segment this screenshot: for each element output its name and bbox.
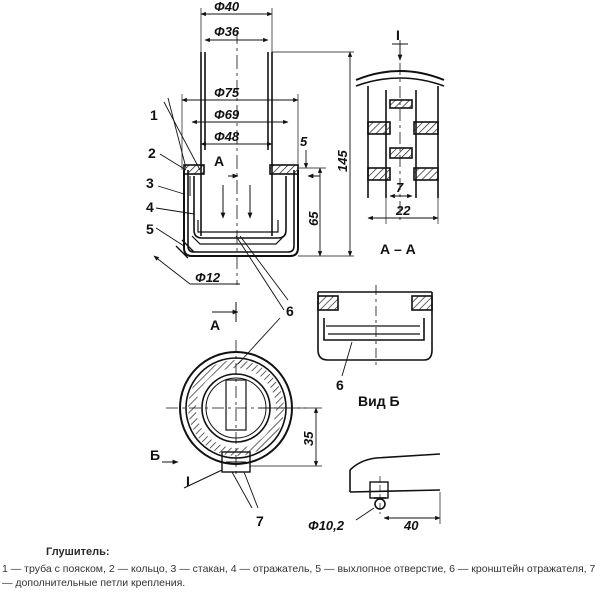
label-part-4: 4 (146, 199, 154, 215)
label-view-b-arrow: Б (150, 447, 160, 463)
label-section-a-top: A (214, 153, 224, 169)
dim-w40: 40 (403, 518, 419, 533)
dim-w22: 22 (395, 203, 411, 218)
view-b (317, 285, 433, 377)
dim-d48: Φ48 (214, 129, 240, 144)
label-section-i-bottom: I (186, 473, 190, 489)
dim-d40: Φ40 (214, 0, 240, 14)
detail-i-labels: Φ10,2 40 (308, 518, 419, 533)
caption-title: Глушитель: (46, 546, 110, 558)
dim-h35: 35 (301, 431, 316, 446)
detail-i-view (349, 453, 441, 524)
label-part-2: 2 (148, 145, 156, 161)
label-part-7: 7 (256, 513, 264, 529)
caption-text: 1 — труба с пояском, 2 — кольцо, 3 — ста… (2, 563, 596, 589)
muffler-technical-drawing: Φ40 Φ36 Φ75 Φ69 Φ48 Φ12 5 65 145 1 2 3 4… (146, 0, 445, 533)
label-part-3: 3 (146, 175, 154, 191)
dim-h65: 65 (306, 211, 321, 226)
section-aa-view (355, 40, 445, 224)
dim-d10-2: Φ10,2 (308, 518, 345, 533)
dim-w7: 7 (396, 180, 404, 195)
dim-d12: Φ12 (195, 270, 221, 285)
view-b-labels: 6 Вид Б (336, 377, 400, 409)
label-part-1: 1 (150, 107, 158, 123)
label-part-5: 5 (146, 221, 154, 237)
label-section-i-top: I (396, 27, 400, 43)
label-part-6-main: 6 (286, 303, 294, 319)
main-section-view (153, 8, 354, 322)
main-section-dimensions: Φ40 Φ36 Φ75 Φ69 Φ48 Φ12 5 65 145 (195, 0, 350, 285)
label-view-b: Вид Б (358, 393, 400, 409)
dim-d69: Φ69 (214, 107, 240, 122)
label-section-aa: А – А (380, 241, 416, 257)
dim-d36: Φ36 (214, 24, 240, 39)
label-part-6-view-b: 6 (336, 377, 344, 393)
dim-h145: 145 (335, 150, 350, 172)
dim-h5: 5 (300, 134, 308, 149)
top-view-labels: Б I 35 7 (150, 431, 316, 529)
top-view (162, 317, 322, 509)
part-labels: 1 2 3 4 5 6 A A (146, 107, 294, 333)
dim-d75: Φ75 (214, 85, 240, 100)
section-aa-labels: I 7 22 А – А (380, 27, 416, 257)
label-section-a-bottom: A (210, 317, 220, 333)
